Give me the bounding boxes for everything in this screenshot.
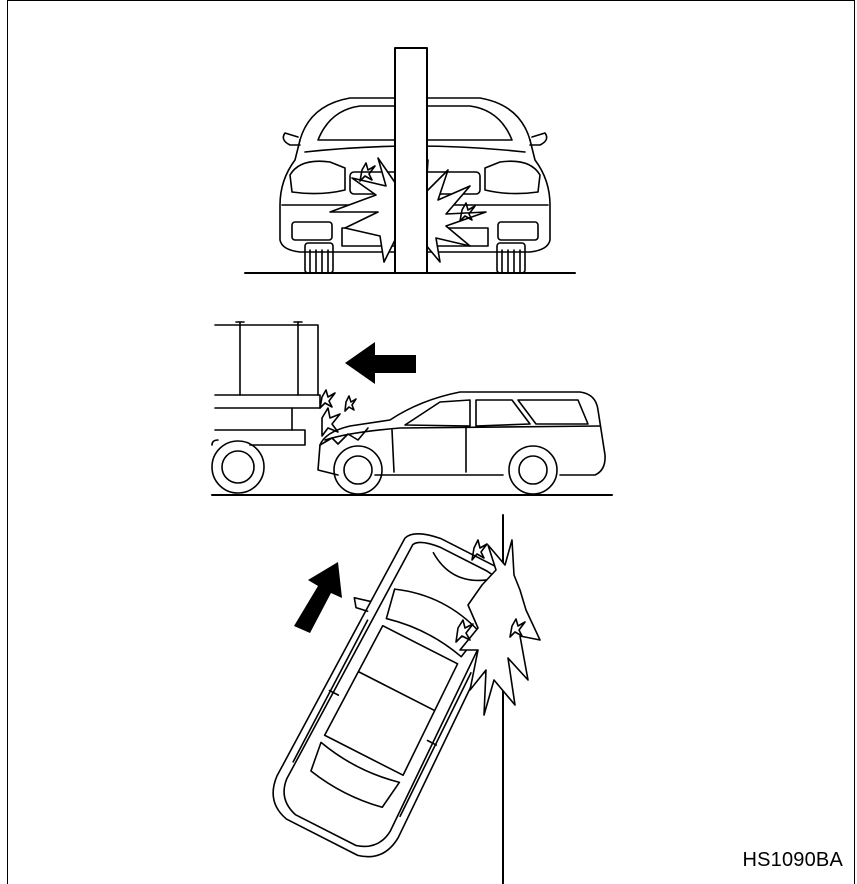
arrow-up-right-icon (294, 562, 342, 633)
scene-underride-truck (212, 322, 612, 495)
truck-rear-icon (212, 322, 320, 493)
station-wagon-side-icon (318, 392, 605, 494)
scene-frontal-pole (245, 48, 575, 273)
figure-code: HS1090BA (742, 849, 843, 872)
impact-burst-icon (460, 540, 540, 715)
scene-angled-wall (251, 515, 540, 884)
arrow-left-icon (345, 342, 416, 384)
pole-icon (395, 48, 427, 273)
